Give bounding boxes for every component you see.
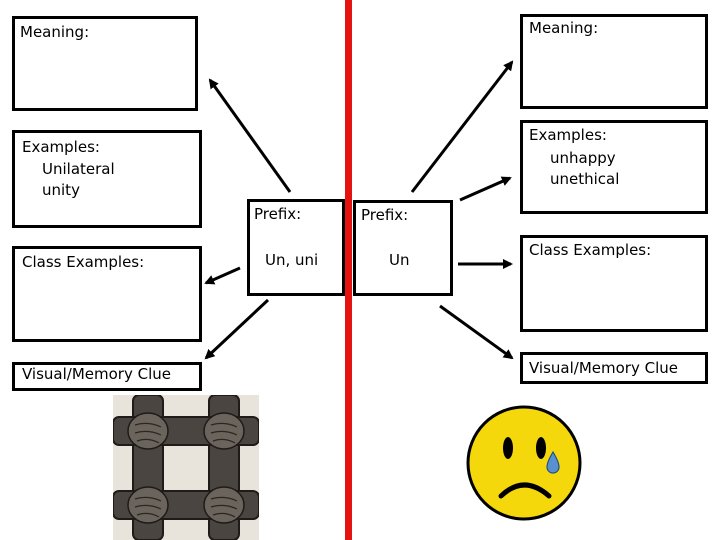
left-meaning-label: Meaning: [20, 23, 90, 41]
left-example-item: Unilateral [42, 160, 115, 178]
left-examples-box [12, 130, 202, 228]
right-examples-label: Examples: [529, 126, 607, 144]
left-prefix-label: Prefix: [254, 205, 302, 223]
arrow-to-left-visual [204, 298, 270, 360]
right-class-examples-box [520, 235, 708, 332]
right-meaning-box [520, 14, 708, 109]
arrow-to-right-visual [439, 304, 514, 360]
right-prefix-box [353, 200, 453, 296]
left-prefix-value: Un, uni [265, 251, 319, 269]
left-prefix-box [247, 199, 345, 296]
center-divider [345, 0, 352, 540]
sad-face-icon [466, 405, 582, 521]
arrow-to-left-class-examples [204, 266, 241, 285]
left-meaning-box [12, 16, 198, 111]
right-example-item: unethical [550, 170, 620, 188]
right-prefix-label: Prefix: [361, 206, 409, 224]
arrow-to-left-meaning [208, 78, 292, 193]
right-meaning-label: Meaning: [529, 19, 599, 37]
right-example-item: unhappy [550, 149, 616, 167]
right-visual-label: Visual/Memory Clue [529, 359, 678, 377]
left-examples-label: Examples: [22, 138, 100, 156]
right-class-examples-label: Class Examples: [529, 241, 652, 259]
left-class-examples-box [12, 246, 202, 342]
arrow-to-right-examples [459, 176, 512, 202]
right-visual-box [520, 352, 708, 384]
left-visual-label: Visual/Memory Clue [22, 365, 171, 383]
right-prefix-value: Un [389, 251, 410, 269]
left-visual-box [12, 362, 202, 391]
right-examples-box [520, 120, 708, 214]
left-class-examples-label: Class Examples: [22, 253, 145, 271]
left-example-item: unity [42, 181, 80, 199]
hands-clasped-image [113, 395, 259, 540]
arrow-to-right-meaning [410, 60, 514, 193]
